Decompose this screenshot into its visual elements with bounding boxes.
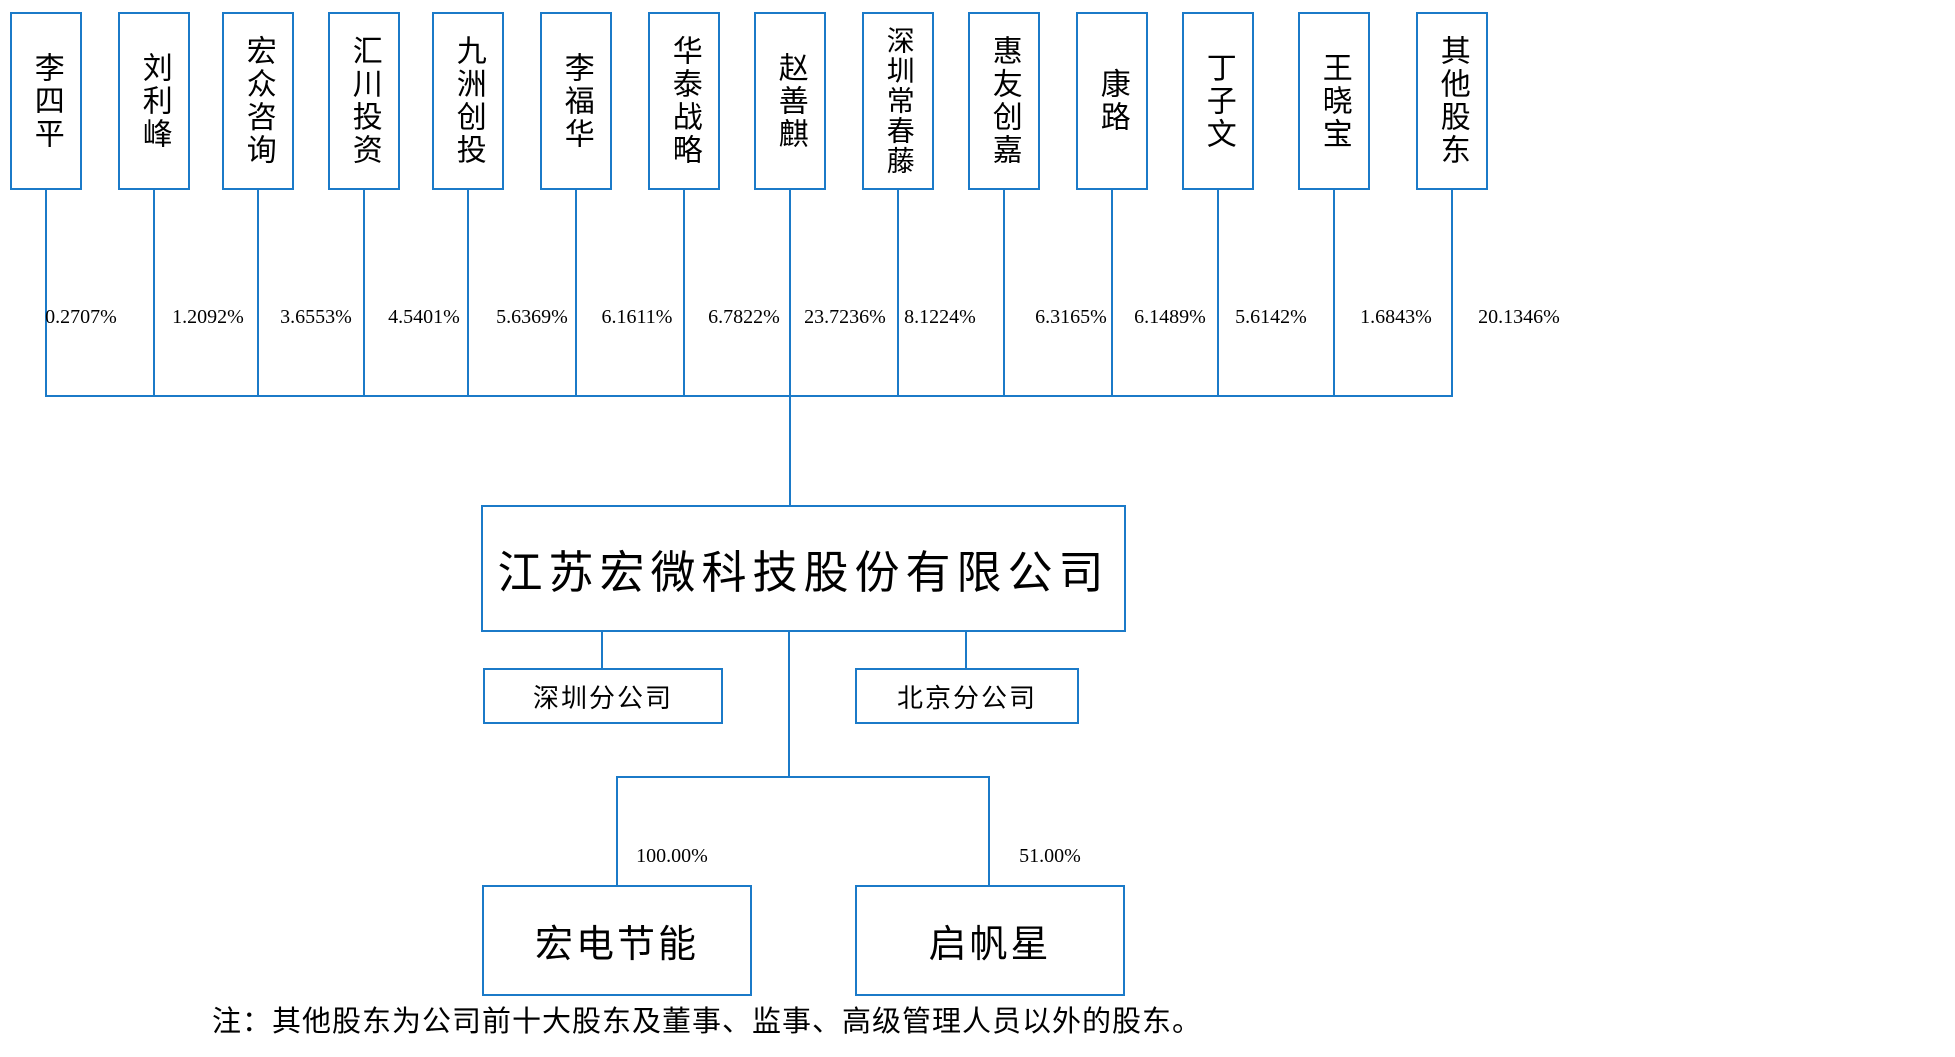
ownership-pct-label: 6.7822% <box>708 306 780 328</box>
shareholder-box-lifuhua: 李福华 <box>540 12 612 190</box>
connector-line <box>988 776 990 885</box>
connector-line <box>965 632 967 668</box>
shareholder-name: 深圳常春藤 <box>882 26 914 176</box>
connector-line <box>363 190 365 396</box>
connector-line <box>257 190 259 396</box>
shareholder-box-dingziwen: 丁子文 <box>1182 12 1254 190</box>
ownership-pct-label: 5.6142% <box>1235 306 1307 328</box>
connector-line <box>789 395 791 505</box>
shareholder-bus-line <box>45 395 1453 397</box>
shareholder-box-liulifeng: 刘利峰 <box>118 12 190 190</box>
shareholder-name: 王晓宝 <box>1317 51 1351 151</box>
shareholder-name: 华泰战略 <box>667 35 701 167</box>
connector-line <box>683 190 685 396</box>
shareholder-name: 九洲创投 <box>451 35 485 167</box>
shareholder-name: 刘利峰 <box>137 51 171 151</box>
branch-box-shenzhen: 深圳分公司 <box>483 668 723 724</box>
branch-box-beijing: 北京分公司 <box>855 668 1079 724</box>
shareholder-box-lisiping: 李四平 <box>10 12 82 190</box>
shareholder-name: 宏众咨询 <box>241 35 275 167</box>
company-name: 江苏宏微科技股份有限公司 <box>497 548 1110 598</box>
company-box: 江苏宏微科技股份有限公司 <box>481 505 1126 632</box>
shareholder-box-qitagudong: 其他股东 <box>1416 12 1488 190</box>
ownership-pct-label: 4.5401% <box>388 306 460 328</box>
ownership-pct-label: 51.00% <box>1019 845 1081 867</box>
subsidiary-box-hongdianjieneng: 宏电节能 <box>482 885 752 996</box>
ownership-pct-label: 23.7236% <box>804 306 886 328</box>
ownership-pct-label: 5.6369% <box>496 306 568 328</box>
shareholder-box-hongzhongzixun: 宏众咨询 <box>222 12 294 190</box>
ownership-pct-label: 6.3165% <box>1035 306 1107 328</box>
connector-line <box>575 190 577 396</box>
subsidiary-bus-line <box>616 776 990 778</box>
connector-line <box>1217 190 1219 396</box>
footnote: 注：其他股东为公司前十大股东及董事、监事、高级管理人员以外的股东。 <box>212 1006 1203 1038</box>
connector-line <box>153 190 155 396</box>
subsidiary-box-qifanxing: 启帆星 <box>855 885 1125 996</box>
shareholder-box-huichuantouzi: 汇川投资 <box>328 12 400 190</box>
ownership-pct-label: 6.1611% <box>601 306 673 328</box>
shareholder-box-kanglu: 康路 <box>1076 12 1148 190</box>
shareholder-name: 赵善麒 <box>773 51 807 151</box>
shareholder-box-huiyouchuangjia: 惠友创嘉 <box>968 12 1040 190</box>
connector-line <box>45 190 47 396</box>
ownership-pct-label: 100.00% <box>636 845 708 867</box>
branch-name: 深圳分公司 <box>532 683 673 713</box>
shareholder-name: 康路 <box>1095 68 1129 134</box>
subsidiary-name: 宏电节能 <box>534 924 699 966</box>
connector-line <box>1451 190 1453 396</box>
shareholder-name: 李四平 <box>29 51 63 151</box>
shareholder-box-shenzhenchangchunteng: 深圳常春藤 <box>862 12 934 190</box>
connector-line <box>616 776 618 885</box>
shareholder-name: 惠友创嘉 <box>987 35 1021 167</box>
shareholder-box-jiuzhouchuangtou: 九洲创投 <box>432 12 504 190</box>
connector-line <box>601 632 603 668</box>
connector-line <box>1333 190 1335 396</box>
shareholder-box-huataizhanlue: 华泰战略 <box>648 12 720 190</box>
ownership-pct-label: 1.6843% <box>1360 306 1432 328</box>
subsidiary-name: 启帆星 <box>928 924 1052 966</box>
shareholder-name: 汇川投资 <box>347 35 381 167</box>
connector-line <box>1003 190 1005 396</box>
ownership-pct-label: 1.2092% <box>172 306 244 328</box>
ownership-pct-label: 20.1346% <box>1478 306 1560 328</box>
connector-line <box>1111 190 1113 396</box>
connector-line <box>467 190 469 396</box>
shareholder-name: 其他股东 <box>1435 35 1469 167</box>
branch-name: 北京分公司 <box>896 683 1037 713</box>
ownership-pct-label: 6.1489% <box>1134 306 1206 328</box>
shareholder-box-wangxiaobao: 王晓宝 <box>1298 12 1370 190</box>
connector-line <box>788 632 790 778</box>
ownership-pct-label: 3.6553% <box>280 306 352 328</box>
shareholder-box-zhaoshanqi: 赵善麒 <box>754 12 826 190</box>
shareholder-name: 李福华 <box>559 51 593 151</box>
shareholder-name: 丁子文 <box>1201 51 1235 151</box>
ownership-pct-label: 8.1224% <box>904 306 976 328</box>
ownership-pct-label: 0.2707% <box>45 306 117 328</box>
connector-line <box>897 190 899 396</box>
connector-line <box>789 190 791 396</box>
